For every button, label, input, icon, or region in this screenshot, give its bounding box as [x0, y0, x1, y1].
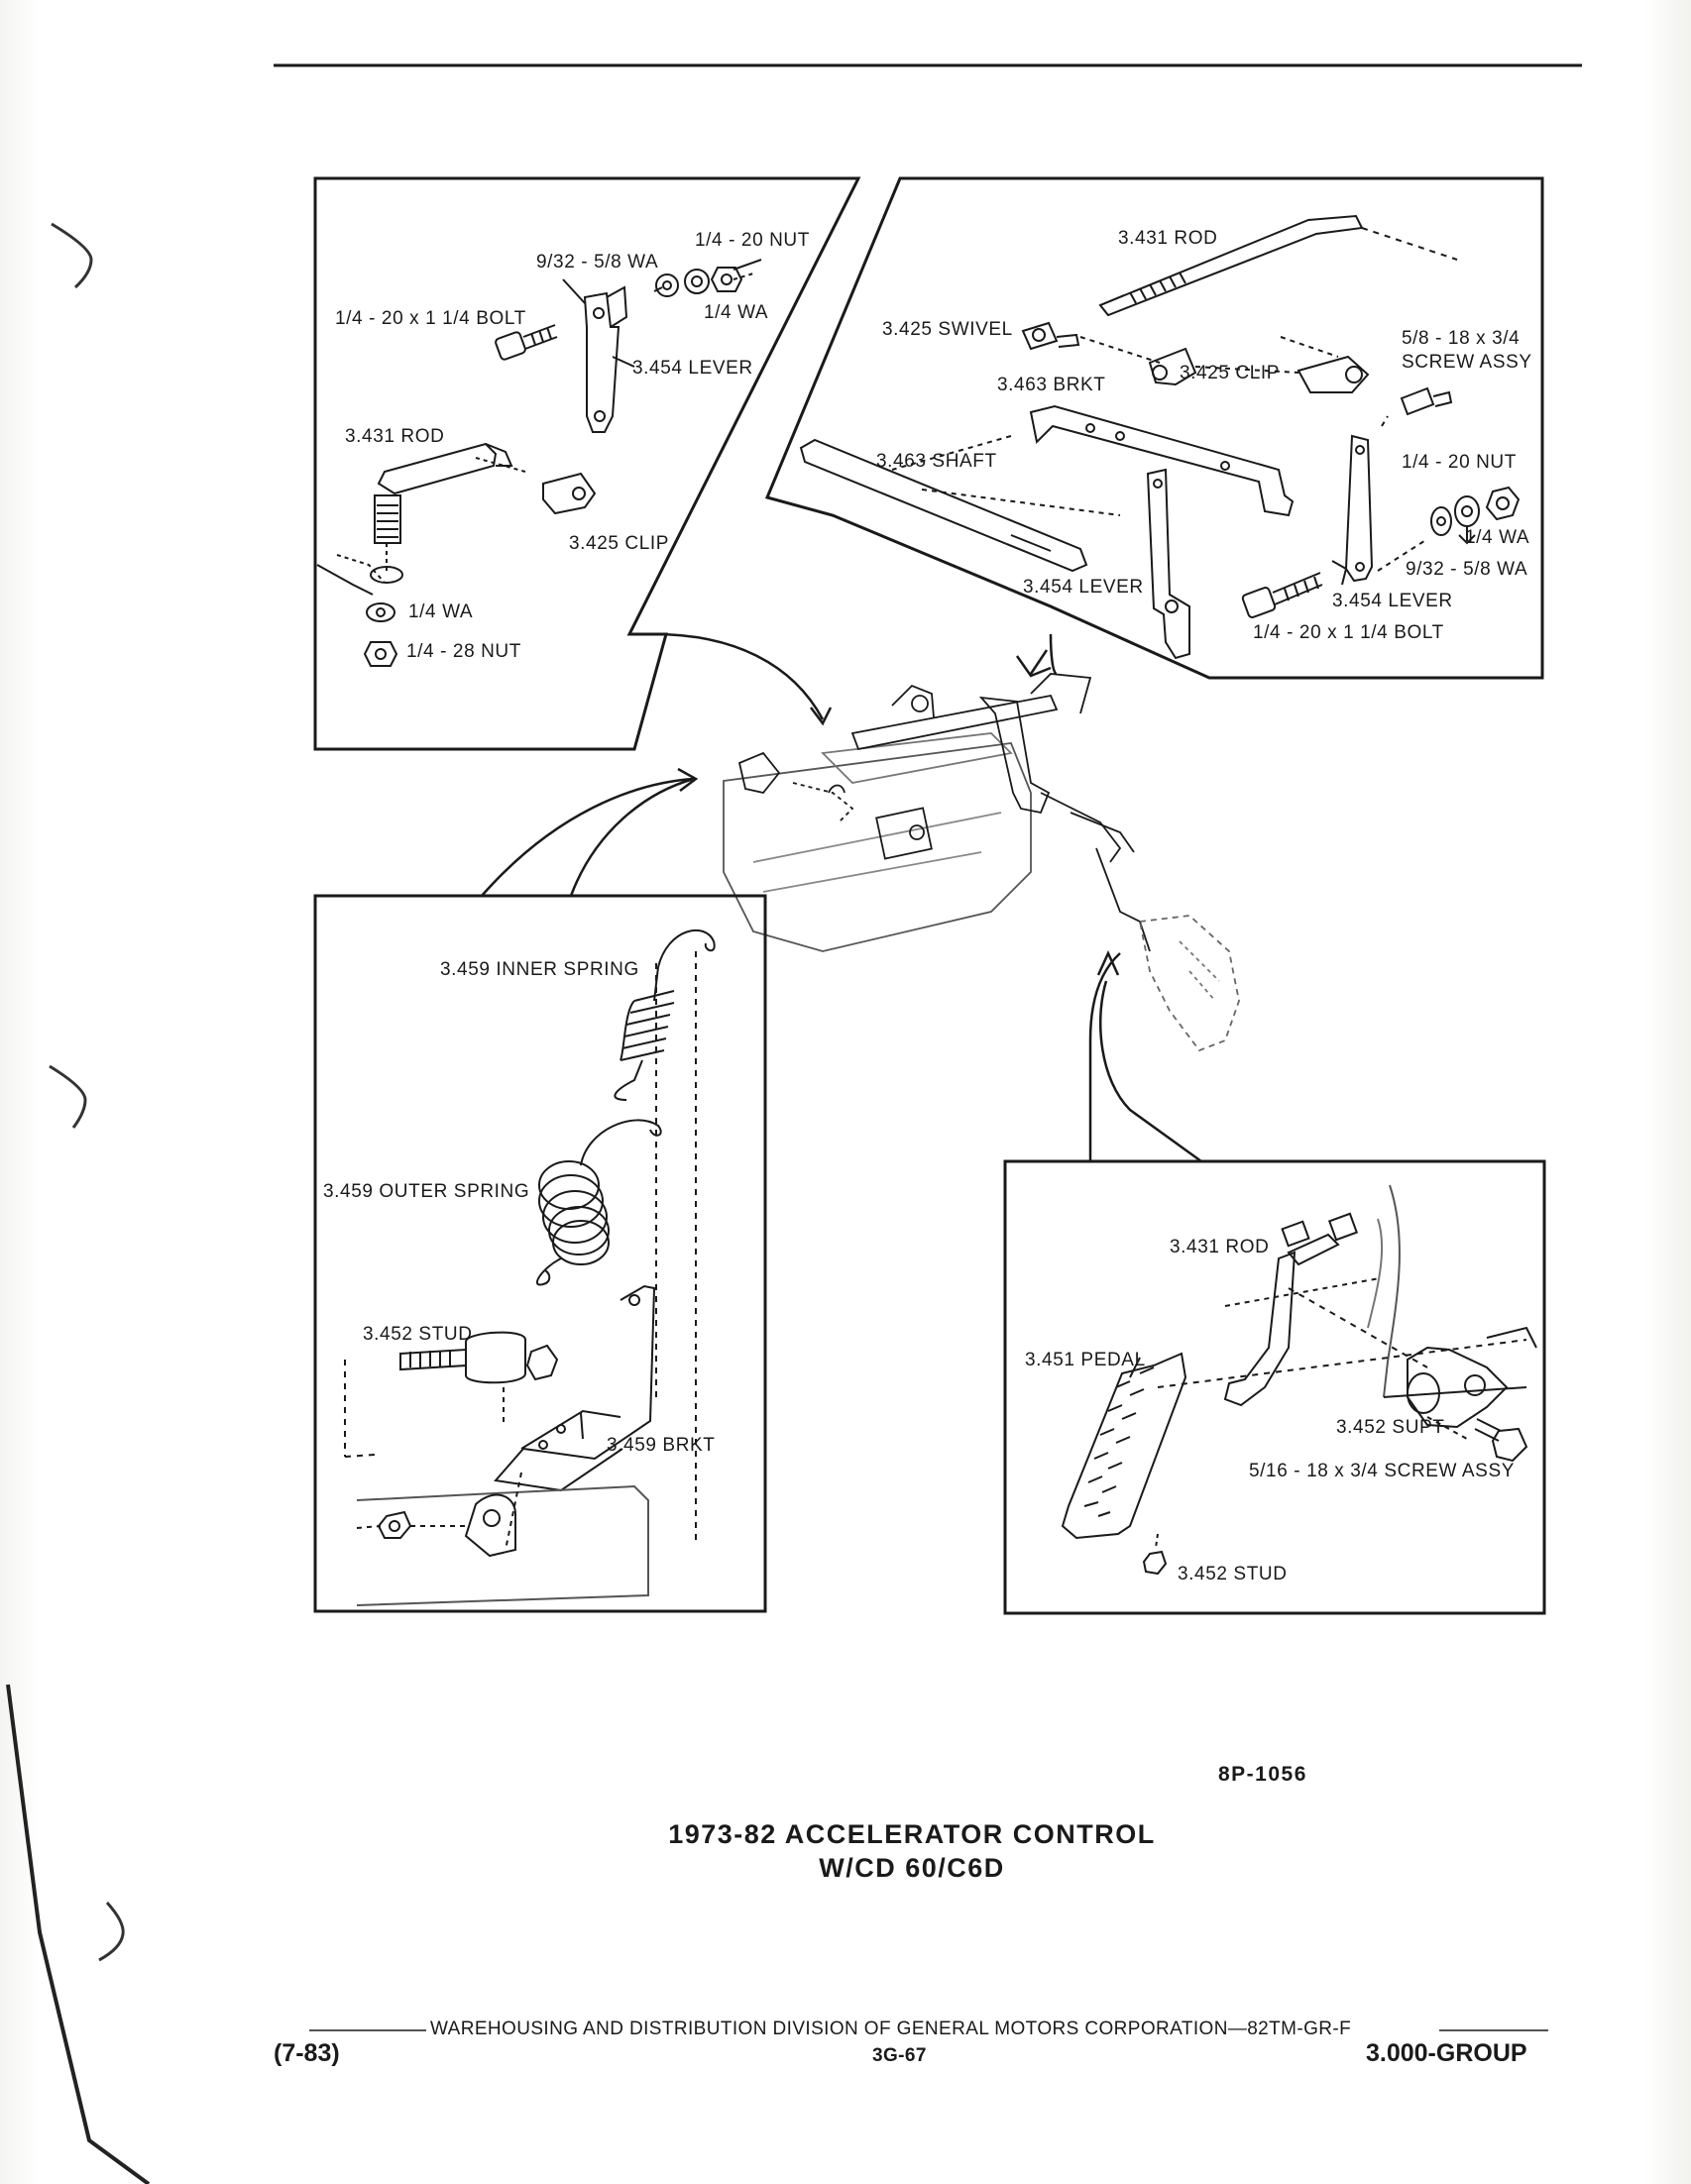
figure-title-line2: W/CD 60/C6D	[819, 1853, 1005, 1883]
panel-bottom-right	[1003, 1159, 1546, 1615]
figure-code: 8P-1056	[1218, 1763, 1307, 1786]
panel-bottom-left	[313, 894, 767, 1613]
bracket-part-bl	[494, 1284, 656, 1492]
callout-tr-wa-small: 1/4 WA	[1465, 527, 1529, 548]
callout-tl-wa-bottom: 1/4 WA	[408, 601, 473, 622]
callout-tr-nut: 1/4 - 20 NUT	[1402, 452, 1517, 473]
binder-holes	[49, 222, 125, 1962]
callout-tl-rod: 3.431 ROD	[345, 426, 444, 447]
rod-part-tl	[377, 442, 498, 495]
callout-tr-screw-line2: SCREW ASSY	[1402, 352, 1532, 373]
callout-bl-stud: 3.452 STUD	[363, 1324, 473, 1345]
lever-part-tl	[583, 291, 620, 433]
callout-br-pedal: 3.451 PEDAL	[1025, 1350, 1146, 1370]
callout-bl-brkt: 3.459 BRKT	[607, 1435, 716, 1456]
callout-br-supt: 3.452 SUPT	[1336, 1417, 1445, 1438]
scan-shadow-edge	[6, 1684, 151, 2184]
callout-tl-wa-small: 1/4 WA	[704, 302, 768, 323]
panel-top-right	[764, 176, 1544, 680]
callout-bl-inner-spring: 3.459 INNER SPRING	[440, 959, 639, 980]
callout-arrows	[481, 632, 1202, 1163]
callout-tl-nut-top: 1/4 - 20 NUT	[695, 230, 810, 251]
center-assembly	[723, 673, 1240, 1052]
shaft-part-tr	[799, 438, 1088, 573]
clip-part-tl	[542, 472, 597, 515]
figure-title-line1: 1973-82 ACCELERATOR CONTROL	[668, 1819, 1156, 1849]
bolt-part-tl	[495, 324, 558, 361]
lever-part-tr	[1146, 468, 1190, 660]
callout-tl-wa-large: 9/32 - 5/8 WA	[536, 252, 658, 273]
callout-tl-nut-bottom: 1/4 - 28 NUT	[406, 641, 521, 662]
inner-spring-part	[614, 928, 716, 1101]
callout-tr-wa-large: 9/32 - 5/8 WA	[1406, 559, 1527, 580]
outer-spring-part	[536, 1119, 662, 1286]
pedal-part-br	[1061, 1352, 1187, 1540]
clip-part-tr	[1148, 347, 1197, 386]
callout-tr-screw: 5/8 - 18 x 3/4	[1402, 328, 1520, 349]
callout-tr-lever-right: 3.454 LEVER	[1332, 591, 1453, 611]
bracket-part-tr	[1029, 404, 1295, 517]
swivel-part-tr	[1021, 321, 1059, 351]
stud-part-bl	[399, 1331, 559, 1384]
rod-part-br	[1287, 1233, 1340, 1266]
callout-br-stud: 3.452 STUD	[1178, 1564, 1288, 1584]
callout-tr-clip: 3.425 CLIP	[1180, 363, 1280, 383]
callout-tr-shaft: 3.463 SHAFT	[876, 451, 997, 472]
footer-page-number: 3G-67	[872, 2045, 927, 2066]
footer-division: WAREHOUSING AND DISTRIBUTION DIVISION OF…	[430, 2019, 1352, 2039]
callout-tl-lever: 3.454 LEVER	[632, 358, 753, 379]
callout-bl-outer-spring: 3.459 OUTER SPRING	[323, 1181, 529, 1202]
callout-tr-swivel: 3.425 SWIVEL	[882, 319, 1013, 340]
callout-tl-bolt: 1/4 - 20 x 1 1/4 BOLT	[335, 308, 526, 329]
callout-tr-lever-left: 3.454 LEVER	[1023, 577, 1144, 598]
callout-tr-bolt: 1/4 - 20 x 1 1/4 BOLT	[1253, 622, 1444, 643]
callout-tr-rod: 3.431 ROD	[1118, 228, 1217, 249]
support-part-br	[1407, 1346, 1509, 1429]
footer-group: 3.000-GROUP	[1366, 2039, 1527, 2067]
callout-br-rod: 3.431 ROD	[1170, 1237, 1269, 1257]
callout-tr-brkt: 3.463 BRKT	[997, 375, 1106, 395]
callout-br-screw: 5/16 - 18 x 3/4 SCREW ASSY	[1249, 1461, 1515, 1481]
callout-tl-clip: 3.425 CLIP	[569, 533, 669, 554]
footer-date: (7-83)	[274, 2039, 340, 2067]
